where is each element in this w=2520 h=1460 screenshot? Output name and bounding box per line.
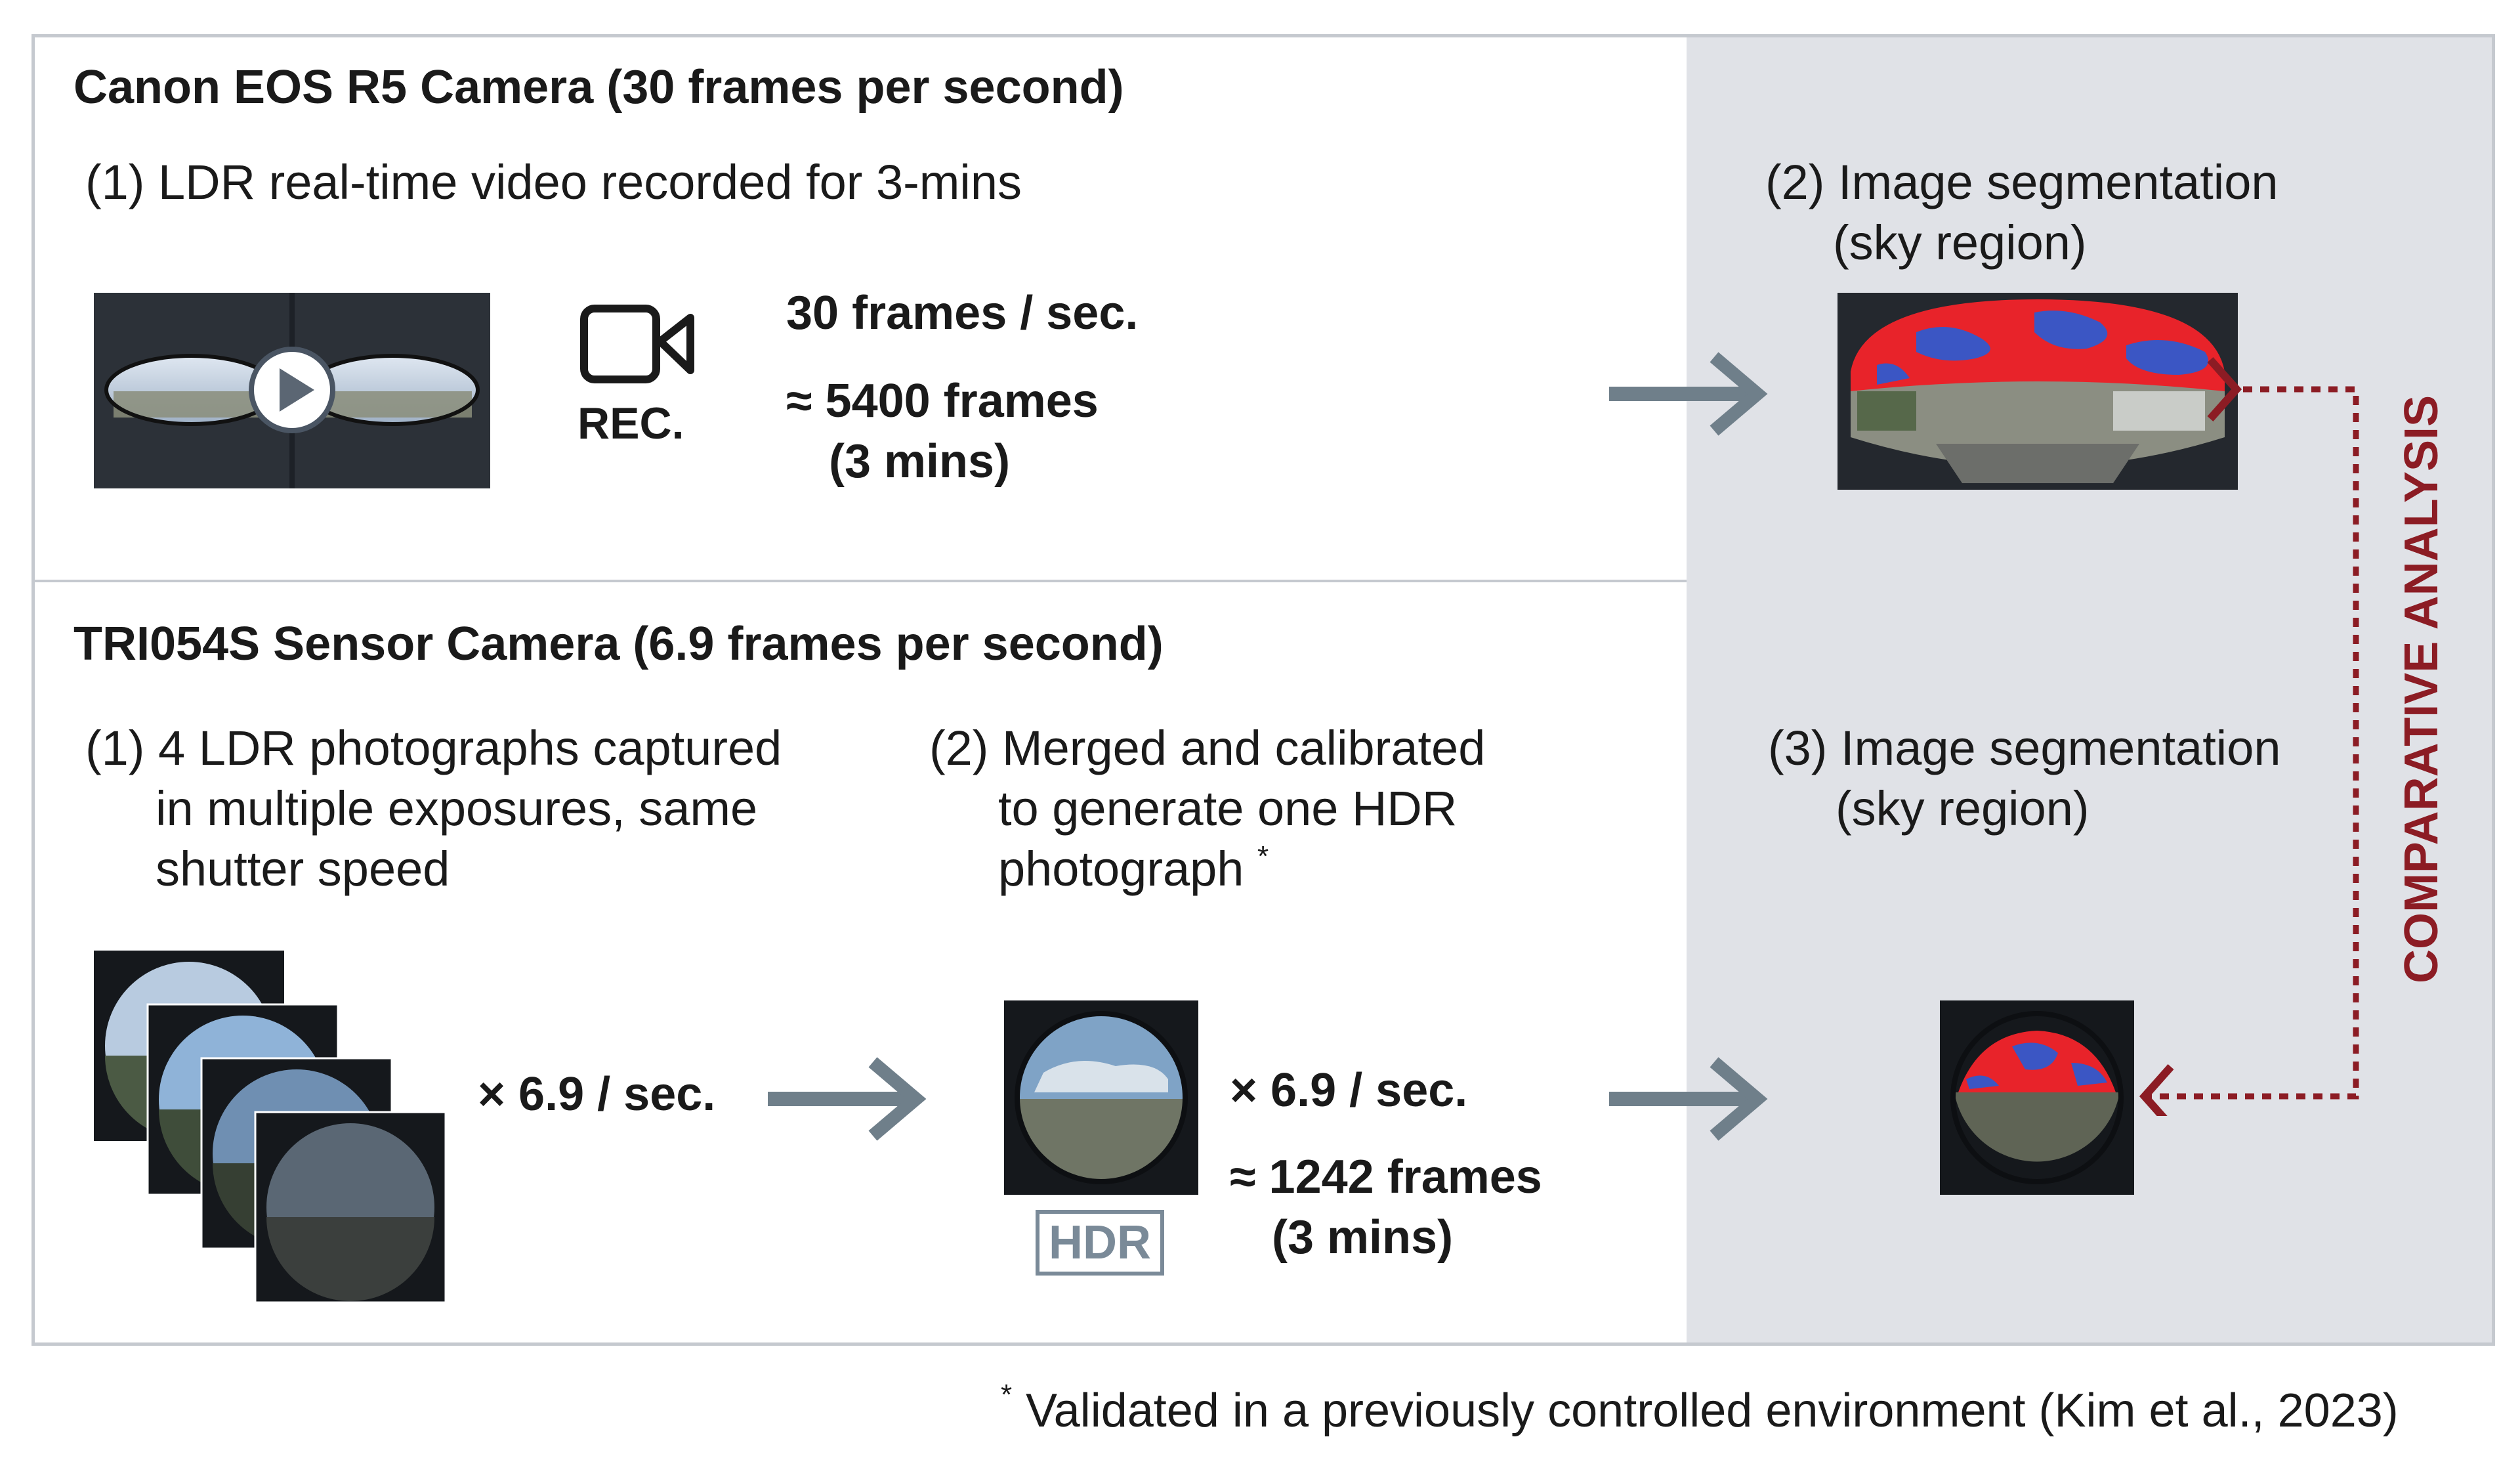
video-thumbnail (94, 293, 490, 488)
arrowhead-bottom-icon (2139, 1064, 2174, 1116)
rec-label: REC. (578, 398, 684, 448)
tri-step2-line3: photograph (998, 842, 1244, 896)
arrow-to-segmentation-top (1609, 352, 1768, 436)
canon-step2-label: (2) Image segmentation (1765, 155, 2278, 209)
tri-step2-line2: to generate one HDR (998, 781, 1458, 836)
hdr-photo (1004, 1000, 1198, 1195)
canon-frame-count: ≈ 5400 frames (786, 375, 1099, 427)
tri-step1-line1: (1) 4 LDR photographs captured (85, 721, 782, 775)
tri-step2-line1: (2) Merged and calibrated (929, 721, 1486, 775)
comparative-connector (2139, 357, 2359, 1116)
tri-step3-sublabel: (sky region) (1836, 781, 2090, 836)
ldr-photo-stack (94, 951, 447, 1304)
hdr-badge: HDR (1036, 1210, 1164, 1276)
segmented-sky-image-canon (1838, 293, 2238, 490)
arrow-to-hdr (768, 1057, 927, 1141)
tri-rate-ldr: × 6.9 / sec. (478, 1068, 716, 1121)
canon-step2-sublabel: (sky region) (1833, 215, 2087, 270)
footnote-text: Validated in a previously controlled env… (1026, 1385, 2399, 1437)
tri-step3-label: (3) Image segmentation (1768, 721, 2281, 775)
canon-duration: (3 mins) (829, 435, 1011, 488)
tri-rate-hdr: × 6.9 / sec. (1230, 1064, 1468, 1117)
tri-step1-line2: in multiple exposures, same (156, 781, 758, 836)
tri-step1-line3: shutter speed (156, 842, 450, 896)
canon-camera-title: Canon EOS R5 Camera (30 frames per secon… (74, 61, 1124, 114)
arrowhead-top-icon (2207, 357, 2242, 421)
hdr-footnote-mark: * (1257, 840, 1269, 872)
tri-duration: (3 mins) (1272, 1211, 1454, 1264)
canon-rate: 30 frames / sec. (786, 287, 1139, 339)
arrow-to-segmentation-bottom (1609, 1057, 1768, 1141)
footnote-mark: * (1001, 1379, 1013, 1411)
tri-frame-count: ≈ 1242 frames (1230, 1151, 1542, 1203)
segmented-sky-image-tri054s (1940, 1000, 2134, 1195)
section-divider (35, 580, 1687, 582)
video-camera-icon (580, 305, 694, 383)
canon-step1-label: (1) LDR real-time video recorded for 3-m… (85, 155, 1022, 209)
tri054s-camera-title: TRI054S Sensor Camera (6.9 frames per se… (74, 618, 1164, 670)
